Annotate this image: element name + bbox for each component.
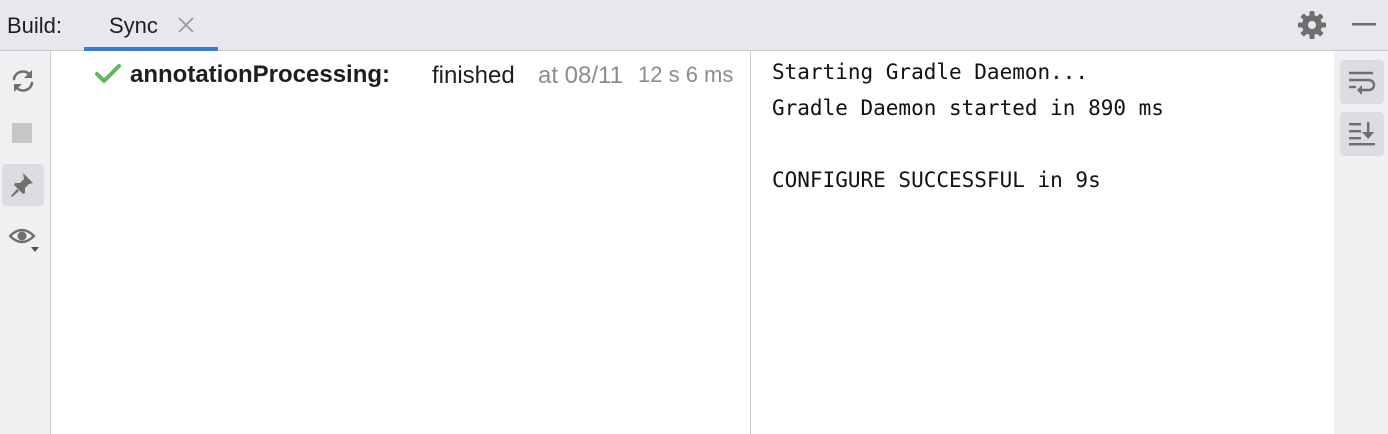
sync-button[interactable] [2,60,44,102]
soft-wrap-button[interactable] [1340,60,1384,104]
minimize-icon[interactable] [1350,10,1380,40]
check-icon [95,63,121,90]
console-line: CONFIGURE SUCCESSFUL in 9s [772,168,1101,192]
left-toolbar [0,51,51,434]
eye-filter-icon [9,228,39,252]
scroll-to-end-icon [1349,122,1375,146]
build-tree[interactable]: annotationProcessing: finished at 08/11 … [51,51,751,434]
tab-label: Sync [109,13,158,38]
tab-sync[interactable]: Sync [84,0,218,52]
sync-icon [12,70,34,92]
stop-icon [12,123,32,143]
tool-window-header: Build: Sync [0,0,1388,52]
build-label: Build: [7,13,63,38]
task-duration: 12 s 6 ms [638,62,734,87]
console-output[interactable]: Starting Gradle Daemon... Gradle Daemon … [751,51,1334,434]
task-status: finished [432,62,515,89]
close-icon[interactable] [177,16,195,34]
gear-icon[interactable] [1297,10,1327,40]
pin-button[interactable] [2,164,44,206]
task-timestamp: at 08/11 [538,62,623,89]
console-line: Starting Gradle Daemon... [772,60,1089,84]
filter-button[interactable] [2,216,44,258]
soft-wrap-icon [1349,71,1376,95]
tree-row[interactable]: annotationProcessing: finished at 08/11 … [51,60,750,92]
task-name: annotationProcessing: [130,61,391,88]
stop-button[interactable] [2,112,44,154]
scroll-to-end-button[interactable] [1340,112,1384,156]
console-line: Gradle Daemon started in 890 ms [772,96,1164,120]
pin-icon [11,173,33,197]
right-toolbar [1334,51,1388,434]
tab-active-indicator [84,47,218,52]
